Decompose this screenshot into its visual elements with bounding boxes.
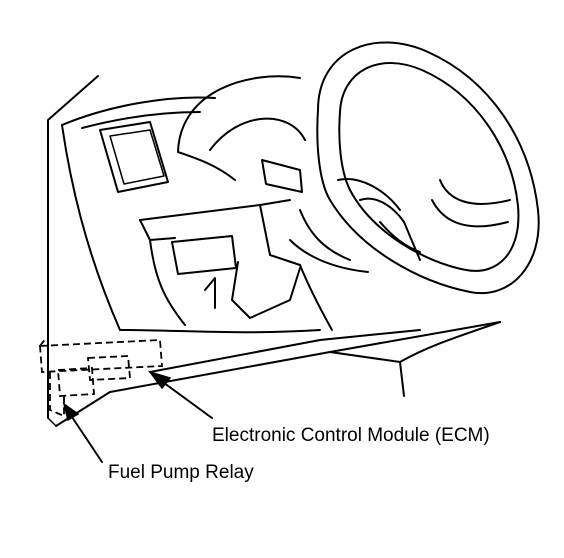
- dash-outline: [61, 96, 216, 331]
- fuel-pump-relay-box: [49, 355, 131, 418]
- steering-wheel: [316, 41, 540, 295]
- steering-column: [289, 209, 369, 273]
- fuel-pump-relay-label: Fuel Pump Relay: [108, 462, 254, 483]
- air-vent: [99, 121, 169, 193]
- door-edge-line: [47, 75, 99, 427]
- lower-dash-panel: [119, 199, 333, 334]
- fuel-pump-relay-arrow: [62, 402, 103, 463]
- floor-lines: [55, 321, 501, 427]
- ecm-box: [39, 337, 163, 373]
- instrument-cluster-hood: [177, 75, 306, 193]
- ecm-label: Electronic Control Module (ECM): [212, 425, 490, 446]
- ecm-arrow: [148, 370, 213, 419]
